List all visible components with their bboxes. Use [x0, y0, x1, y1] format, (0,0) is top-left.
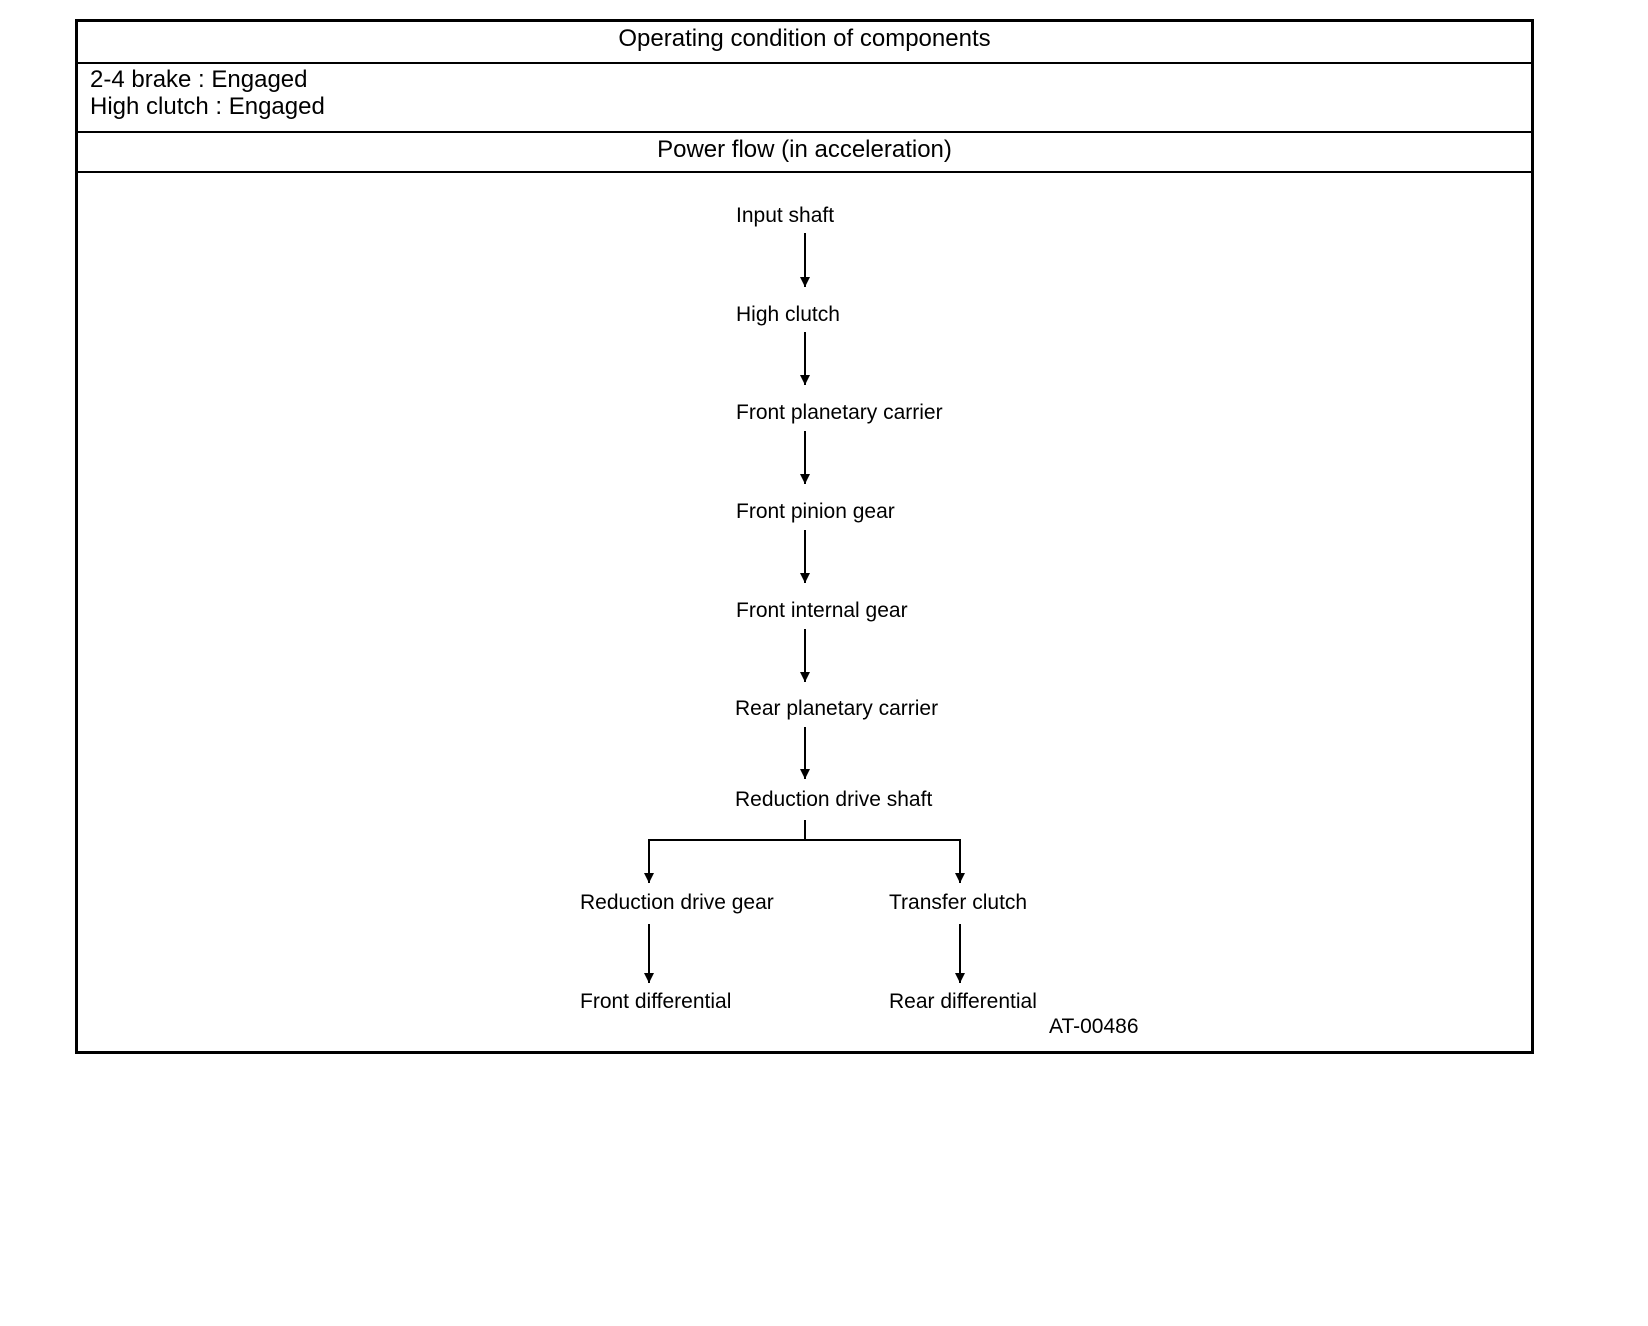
node-rear-planetary-carrier: Rear planetary carrier — [735, 697, 938, 720]
figure-code: AT-00486 — [1049, 1015, 1139, 1038]
node-front-internal-gear: Front internal gear — [736, 599, 908, 622]
condition-line: High clutch : Engaged — [90, 93, 325, 120]
divider — [78, 62, 1531, 64]
node-rear-differential: Rear differential — [889, 990, 1037, 1013]
node-front-differential: Front differential — [580, 990, 731, 1013]
node-front-planetary-carrier: Front planetary carrier — [736, 401, 943, 424]
table-frame: Operating condition of components 2-4 br… — [75, 19, 1534, 1054]
divider — [78, 131, 1531, 133]
node-reduction-drive-shaft: Reduction drive shaft — [735, 788, 932, 811]
node-input-shaft: Input shaft — [736, 204, 834, 227]
divider — [78, 171, 1531, 173]
node-transfer-clutch: Transfer clutch — [889, 891, 1027, 914]
node-reduction-drive-gear: Reduction drive gear — [580, 891, 774, 914]
node-front-pinion-gear: Front pinion gear — [736, 500, 895, 523]
branch-connector — [648, 839, 961, 883]
condition-line: 2-4 brake : Engaged — [90, 66, 308, 93]
power-flow-heading: Power flow (in acceleration) — [657, 136, 952, 163]
node-high-clutch: High clutch — [736, 303, 840, 326]
operating-condition-heading: Operating condition of components — [618, 25, 991, 52]
